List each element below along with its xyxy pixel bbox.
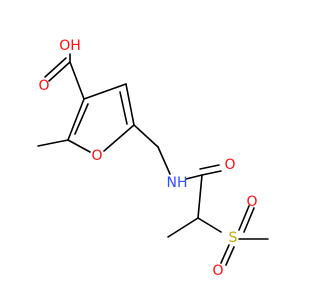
- bond-c-acid-o-double: [44, 57, 67, 78]
- bond-c-alpha-s: [197, 217, 222, 233]
- atom-label-sulfonyl-o-upper: O: [246, 194, 257, 210]
- bond-c4-c5-double: [119, 91, 128, 125]
- bond-nh-c-amide: [185, 174, 203, 180]
- bond-c-acid-o: [48, 61, 71, 82]
- atom-label-nh: NH: [167, 175, 188, 191]
- atom-label-oh: OH: [59, 38, 81, 54]
- atom-label-amide-o: O: [224, 157, 235, 173]
- bond-c4-c5: [125, 83, 135, 126]
- atom-label-sulfur: S: [229, 230, 238, 246]
- molecule-structure: OH O O NH O S O O: [37, 38, 269, 279]
- bond-c5-ch2: [133, 124, 159, 148]
- bond-c-amide-c-alpha: [197, 174, 203, 219]
- bond-s-o-upper-double: [243, 207, 255, 233]
- structure-canvas: OH O O NH O S O O: [37, 38, 269, 279]
- bond-c5-o-ring: [103, 124, 135, 152]
- bond-c-amide-o-double: [199, 164, 220, 170]
- atom-label-sulfonyl-o-lower: O: [212, 263, 223, 279]
- bond-s-o-upper: [238, 205, 250, 231]
- bond-c2-methyl: [37, 139, 69, 147]
- bond-s-o-lower: [220, 244, 230, 264]
- bond-c2-c3: [67, 98, 85, 141]
- bond-s-o-lower-double: [225, 246, 235, 266]
- bond-c3-c-acid: [69, 61, 85, 100]
- atom-label-acid-carbonyl-o: O: [38, 78, 49, 94]
- bond-c-alpha-methyl: [167, 217, 199, 238]
- bond-c-amide-o: [201, 170, 222, 176]
- bond-c3-c4: [83, 83, 127, 100]
- bond-ch2-nh: [157, 146, 171, 175]
- bond-c2-c3-double: [74, 103, 89, 135]
- atom-label-ring-o: O: [91, 148, 102, 164]
- bond-o-ring-c2: [67, 139, 91, 153]
